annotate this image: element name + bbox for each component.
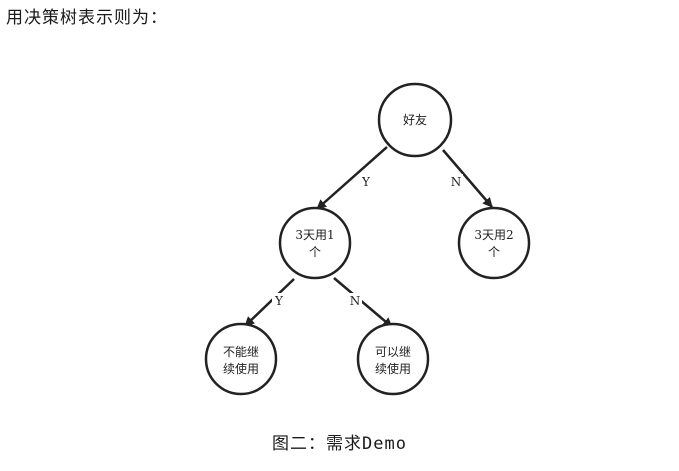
node-label-line-2: 个 xyxy=(488,245,500,259)
node-label-line-1: 可以继 xyxy=(375,345,411,359)
intro-text: 用决策树表示则为： xyxy=(6,8,168,28)
node-label-line-2: 续使用 xyxy=(223,361,259,376)
edge-label-yes: Y xyxy=(274,294,284,308)
edge-left-to-left-left: Y xyxy=(244,278,295,327)
node-label-line-2: 续使用 xyxy=(375,361,411,376)
edge-label-no: N xyxy=(350,294,361,308)
node-label-line-1: 不能继 xyxy=(223,345,259,359)
tree-node-left-left: 不能继 续使用 xyxy=(204,322,278,396)
edge-label-no: N xyxy=(451,175,462,189)
node-label-line-1: 3天用1 xyxy=(295,228,334,242)
node-label-line-2: 个 xyxy=(309,245,321,259)
node-label: 好友 xyxy=(403,113,427,127)
edge-label-yes: Y xyxy=(361,175,371,189)
edge-left-to-left-right: N xyxy=(333,277,393,328)
tree-node-left: 3天用1 个 xyxy=(278,206,352,280)
tree-node-left-right: 可以继 续使用 xyxy=(356,322,430,396)
edge-root-to-left: Y xyxy=(316,146,388,210)
figure-caption: 图二：需求Demo xyxy=(272,434,407,454)
edge-root-to-right: N xyxy=(442,149,493,208)
node-label-line-1: 3天用2 xyxy=(474,228,513,242)
tree-node-right: 3天用2 个 xyxy=(457,206,531,280)
tree-node-root: 好友 xyxy=(377,82,453,158)
